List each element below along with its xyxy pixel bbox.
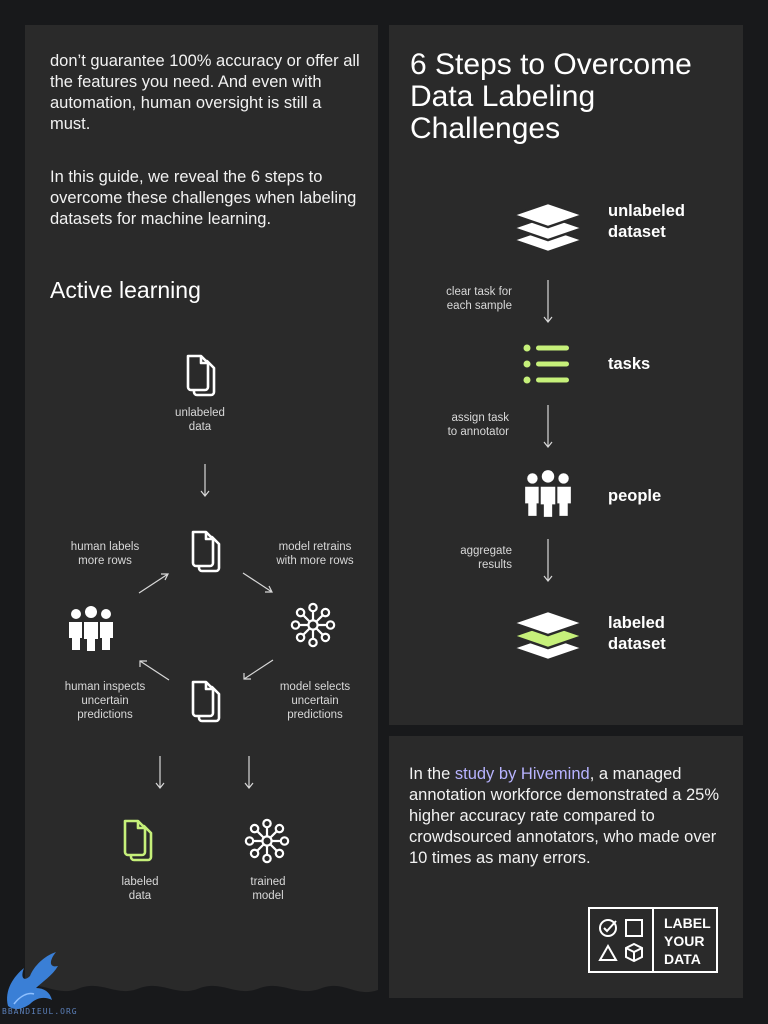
left-panel: don’t guarantee 100% accuracy or offer a…	[25, 25, 378, 1024]
labeled-data-label: labeled data	[121, 876, 159, 902]
arrow-down-icon	[244, 756, 254, 789]
model-retrains-label: model retrains with more rows	[276, 541, 354, 567]
arrow-up-right-icon	[138, 573, 169, 594]
edge-label-aggregate: aggregate results	[460, 545, 512, 571]
document-icon	[181, 351, 221, 399]
steps-panel: 6 Steps to Overcome Data Labeling Challe…	[389, 25, 743, 725]
arrow-down-icon	[155, 756, 165, 789]
arrow-down-left-icon	[243, 659, 274, 680]
label-your-data-logo: LABEL YOUR DATA	[588, 907, 718, 973]
arrow-down-right-icon	[242, 572, 273, 593]
human-inspects-label: human inspects uncertain predictions	[64, 681, 146, 721]
edge-label-clear-task: clear task for each sample	[446, 286, 512, 312]
list-icon	[523, 344, 569, 384]
active-learning-heading: Active learning	[50, 277, 201, 303]
model-selects-label: model selects uncertain predictions	[279, 681, 351, 721]
arrow-up-left-icon	[139, 660, 170, 681]
edge-label-assign-task: assign task to annotator	[447, 412, 509, 438]
intro-paragraph: don’t guarantee 100% accuracy or offer a…	[50, 52, 360, 133]
step-label-people: people	[608, 487, 662, 505]
trained-model-label: trained model	[250, 876, 286, 902]
study-panel: In the study by Hivemind, a managed anno…	[389, 736, 743, 998]
watermark-text: BBANDIEUL.ORG	[2, 1007, 78, 1016]
network-icon	[244, 818, 290, 864]
step-label-tasks: tasks	[608, 355, 651, 373]
document-icon	[186, 527, 226, 575]
arrow-down-icon	[543, 280, 553, 323]
document-icon	[186, 677, 226, 725]
step-label-labeled-dataset: labeled dataset	[608, 614, 666, 653]
study-text-after: , a managed annotation workforce demonst…	[409, 765, 720, 867]
page-title: 6 Steps to Overcome Data Labeling Challe…	[410, 48, 692, 145]
logo-divider	[652, 909, 654, 971]
labeled-stack-icon	[511, 609, 585, 662]
study-paragraph: In the study by Hivemind, a managed anno…	[409, 764, 729, 869]
arrow-down-icon	[543, 539, 553, 582]
study-link[interactable]: study by Hivemind	[454, 765, 590, 783]
human-labels-label: human labels more rows	[70, 541, 140, 567]
stack-icon	[511, 201, 585, 254]
study-text-before: In the	[409, 765, 455, 783]
step-label-unlabeled-dataset: unlabeled dataset	[608, 202, 686, 241]
labeled-document-icon	[118, 816, 158, 864]
arrow-down-icon	[200, 464, 210, 497]
logo-text: LABEL YOUR DATA	[664, 915, 711, 967]
dragon-watermark-icon	[7, 952, 58, 1010]
people-icon	[65, 602, 117, 654]
logo-shapes-icon	[598, 919, 643, 963]
arrow-down-icon	[543, 405, 553, 448]
network-icon	[290, 602, 336, 648]
people-icon	[521, 466, 575, 520]
guide-paragraph: In this guide, we reveal the 6 steps to …	[50, 168, 357, 228]
unlabeled-data-label: unlabeled data	[175, 407, 225, 433]
wave-divider	[25, 976, 378, 1024]
